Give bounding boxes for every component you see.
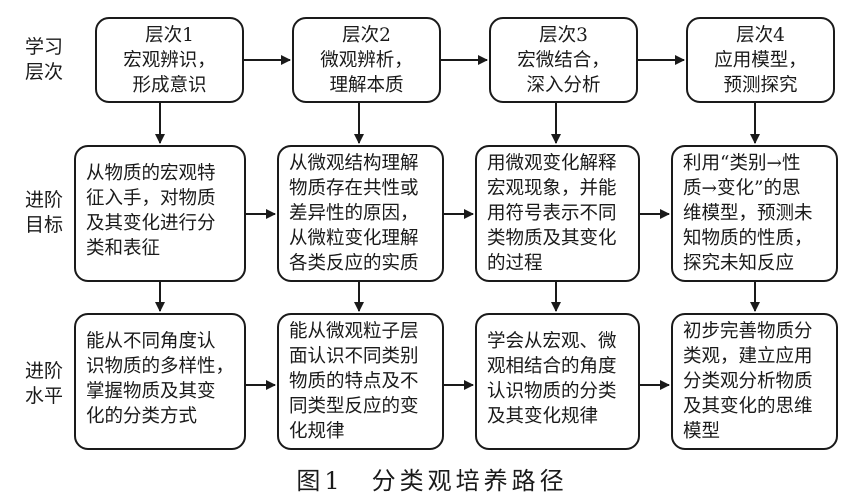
goal-line: 利用“类别→性 — [683, 153, 801, 174]
standard-box-4: 初步完善物质分 类观，建立应用 分类观分析物质 及其变化的思维 模型 — [671, 313, 838, 450]
level-line: 宏微结合， — [517, 49, 610, 71]
row-label-learning-level: 学习 层次 — [14, 35, 74, 85]
level-line: 理解本质 — [329, 74, 404, 96]
row-label-progression-standard: 进阶 水平 — [14, 359, 74, 409]
standard-line: 类观，建立应用 — [683, 346, 813, 367]
standard-line: 化的分类方式 — [86, 406, 198, 427]
standard-line: 及其变化的思维 — [683, 396, 813, 417]
row-label-progression-goal: 进阶 目标 — [14, 188, 74, 238]
row-label-line: 进阶 — [24, 189, 63, 211]
standard-line: 及其变化规律 — [487, 406, 599, 427]
standard-line: 同类型反应的变 — [289, 396, 419, 417]
row-label-line: 目标 — [24, 214, 63, 236]
standard-line: 模型 — [683, 421, 721, 442]
level-title: 层次3 — [539, 24, 588, 46]
level-box-3: 层次3 宏微结合， 深入分析 — [489, 17, 638, 103]
level-line: 形成意识 — [132, 74, 207, 96]
goal-box-3: 用微观变化解释 宏观现象，并能 用符号表示不同 类物质及其变化 的过程 — [475, 145, 640, 282]
row-label-line: 学习 — [24, 36, 63, 58]
standard-line: 学会从宏观、微 — [487, 331, 617, 352]
level-title: 层次1 — [145, 24, 194, 46]
goal-line: 质→变化”的思 — [683, 178, 801, 199]
standard-line: 掌握物质及其变 — [86, 381, 216, 402]
level-box-4: 层次4 应用模型， 预测探究 — [686, 17, 835, 103]
standard-box-2: 能从微观粒子层 面认识不同类别 物质的特点及不 同类型反应的变 化规律 — [277, 313, 444, 450]
goal-box-2: 从微观结构理解 物质存在共性或 差异性的原因， 从微粒变化理解 各类反应的实质 — [277, 145, 444, 282]
goal-line: 从微观结构理解 — [289, 153, 419, 174]
figure-caption: 图1 分类观培养路径 — [296, 467, 568, 495]
standard-line: 分类观分析物质 — [683, 371, 813, 392]
goal-line: 维模型，预测未 — [683, 203, 813, 224]
standard-line: 能从微观粒子层 — [289, 321, 419, 342]
level-line: 应用模型， — [714, 49, 807, 71]
standard-box-1: 能从不同角度认 识物质的多样性， 掌握物质及其变 化的分类方式 — [74, 313, 246, 450]
standard-line: 能从不同角度认 — [86, 331, 216, 352]
goal-line: 知物质的性质， — [683, 228, 813, 249]
goal-line: 探究未知反应 — [683, 253, 795, 274]
goal-line: 的过程 — [487, 253, 543, 274]
goal-line: 用微观变化解释 — [487, 153, 617, 174]
level-title: 层次2 — [342, 24, 391, 46]
goal-box-1: 从物质的宏观特 征入手，对物质 及其变化进行分 类和表征 — [74, 145, 246, 282]
level-line: 微观辨析， — [320, 49, 413, 71]
goal-line: 差异性的原因， — [289, 203, 419, 224]
row-label-line: 层次 — [24, 61, 63, 83]
standard-line: 化规律 — [289, 421, 345, 442]
level-title: 层次4 — [736, 24, 785, 46]
standard-line: 面认识不同类别 — [289, 346, 419, 367]
goal-line: 用符号表示不同 — [487, 203, 617, 224]
level-line: 宏观辨识， — [123, 49, 216, 71]
standard-box-3: 学会从宏观、微 观相结合的角度 认识物质的分类 及其变化规律 — [475, 313, 640, 450]
row-label-line: 水平 — [24, 385, 63, 407]
standard-line: 初步完善物质分 — [683, 321, 813, 342]
row-label-line: 进阶 — [24, 360, 63, 382]
goal-line: 物质存在共性或 — [289, 178, 419, 199]
goal-line: 及其变化进行分 — [86, 213, 216, 234]
level-box-2: 层次2 微观辨析， 理解本质 — [292, 17, 441, 103]
goal-line: 从物质的宏观特 — [86, 163, 216, 184]
goal-line: 征入手，对物质 — [86, 188, 216, 209]
standard-line: 观相结合的角度 — [487, 356, 617, 377]
goal-line: 类和表征 — [86, 238, 161, 259]
goal-line: 各类反应的实质 — [289, 253, 419, 274]
standard-line: 物质的特点及不 — [289, 371, 419, 392]
standard-line: 识物质的多样性， — [86, 356, 235, 377]
goal-line: 宏观现象，并能 — [487, 178, 617, 199]
level-box-1: 层次1 宏观辨识， 形成意识 — [95, 17, 244, 103]
level-line: 深入分析 — [526, 74, 601, 96]
goal-line: 类物质及其变化 — [487, 228, 617, 249]
goal-line: 从微粒变化理解 — [289, 228, 419, 249]
level-line: 预测探究 — [723, 74, 798, 96]
goal-box-4: 利用“类别→性 质→变化”的思 维模型，预测未 知物质的性质， 探究未知反应 — [671, 145, 838, 282]
standard-line: 认识物质的分类 — [487, 381, 617, 402]
